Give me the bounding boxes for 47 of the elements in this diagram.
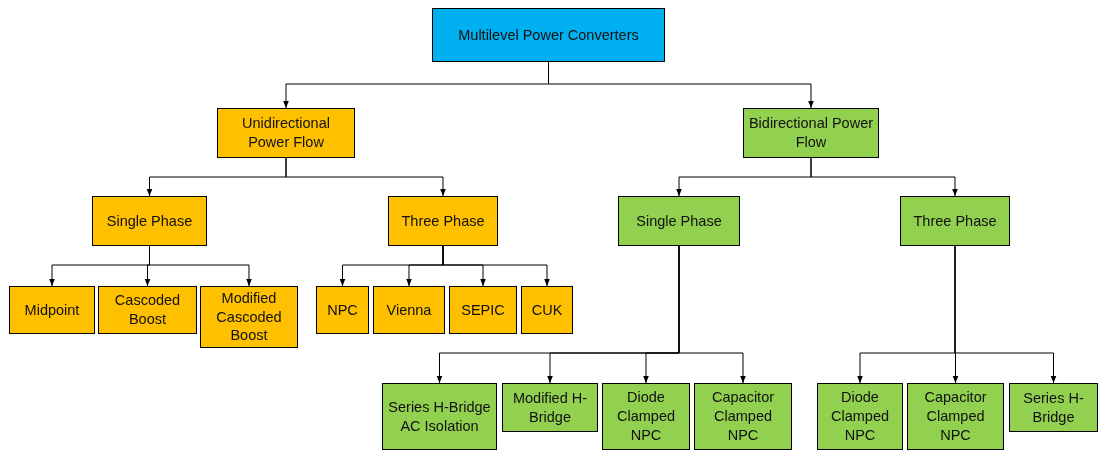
node-label: Three Phase: [913, 211, 997, 231]
category-box: [388, 196, 498, 246]
category-box: [449, 286, 517, 334]
node-label: CUK: [531, 300, 563, 320]
node-label: Midpoint: [24, 300, 80, 320]
arrow: [954, 245, 1057, 384]
category-box: [9, 286, 95, 334]
node-label: Single Phase: [106, 211, 193, 231]
category-box: [900, 196, 1010, 246]
category-box: [694, 383, 792, 450]
category-box: [217, 108, 355, 158]
node-label: Cascoded Boost: [113, 291, 182, 329]
node-label: Unidirectional Power Flow: [241, 114, 331, 152]
category-box: [502, 383, 598, 432]
arrow: [442, 245, 550, 287]
node-label: Capacitor Clamped NPC: [710, 388, 776, 445]
node-label: Capacitor Clamped NPC: [923, 388, 988, 445]
category-box: [373, 286, 445, 334]
node-label: NPC: [327, 300, 358, 320]
arrow: [810, 157, 958, 197]
category-box: [743, 108, 879, 158]
category-box: [98, 286, 197, 334]
node-label: Multilevel Power Converters: [458, 25, 639, 45]
category-box: [907, 383, 1004, 450]
category-box: [602, 383, 690, 450]
node-label: SEPIC: [461, 300, 505, 320]
node-label: Diode Clamped NPC: [830, 388, 890, 445]
category-box: [521, 286, 573, 334]
category-box: [200, 286, 298, 348]
node-label: Modified H-Bridge: [511, 388, 589, 427]
category-box: [316, 286, 369, 334]
node-label: Series H-Bridge AC Isolation: [387, 397, 492, 436]
category-box: [432, 8, 665, 62]
category-box: [618, 196, 740, 246]
node-label: Single Phase: [636, 211, 722, 231]
node-label: Three Phase: [401, 211, 485, 231]
category-box: [382, 383, 497, 450]
node-label: Series H-Bridge: [1022, 388, 1085, 427]
category-box: [817, 383, 903, 450]
arrow: [678, 245, 746, 384]
node-label: Bidirectional Power Flow: [747, 114, 875, 152]
node-label: Modified Cascoded Boost: [215, 288, 283, 346]
node-label: Diode Clamped NPC: [616, 388, 676, 445]
arrow: [285, 157, 446, 197]
category-box: [92, 196, 207, 246]
node-label: Vienna: [386, 300, 432, 320]
category-box: [1009, 383, 1098, 432]
